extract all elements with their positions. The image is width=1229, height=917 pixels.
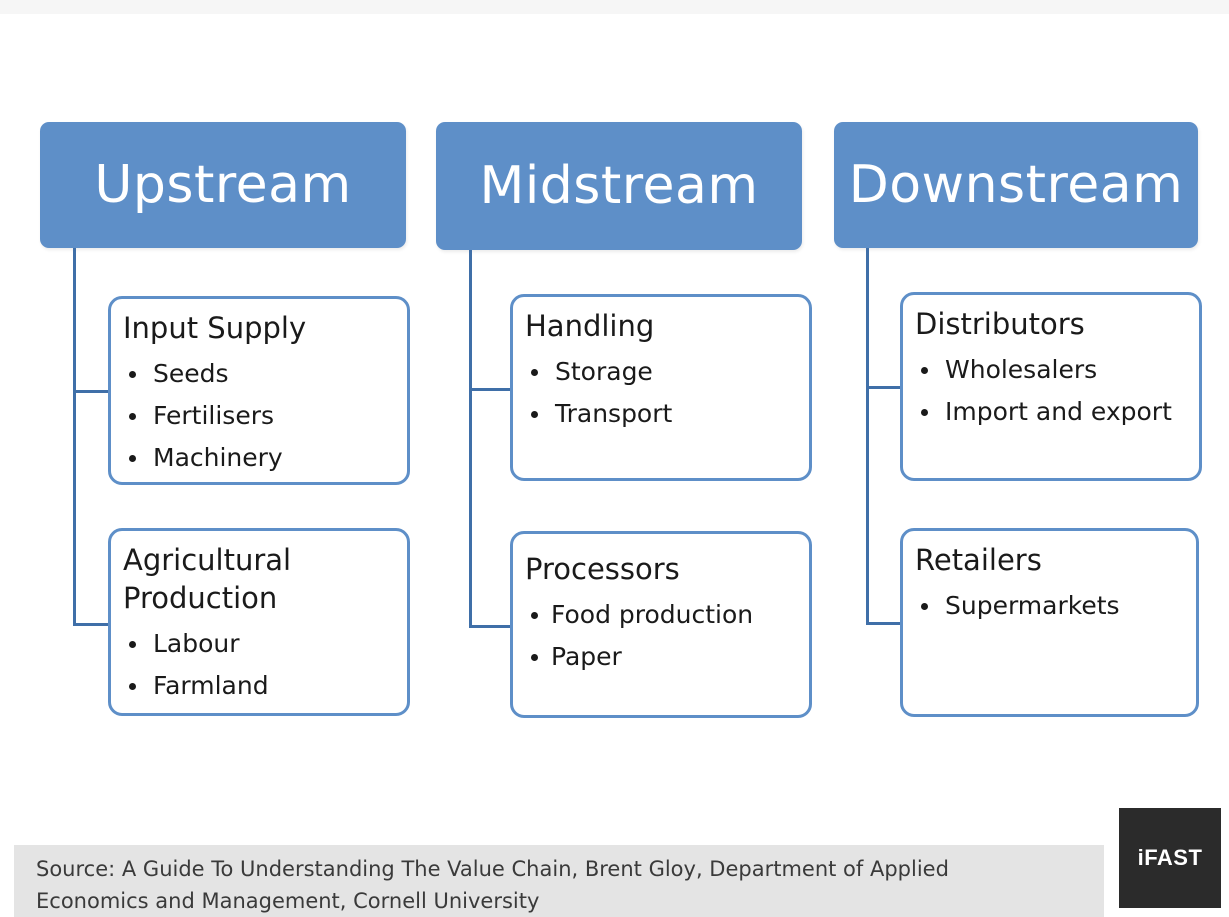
source-footer: Source: A Guide To Understanding The Val…	[14, 845, 1104, 917]
card-title: Distributors	[915, 307, 1085, 341]
connector-downstream-retailers	[866, 622, 902, 625]
card-title: Input Supply	[123, 311, 307, 345]
bullet-item: Transport	[525, 393, 797, 435]
header-downstream: Downstream	[834, 122, 1198, 248]
header-midstream-label: Midstream	[479, 156, 759, 216]
logo-text: iFAST	[1137, 845, 1203, 870]
bullet-item: Fertilisers	[123, 395, 395, 437]
bullet-item: Seeds	[123, 353, 395, 395]
bullet-item: Labour	[123, 623, 395, 665]
header-midstream: Midstream	[436, 122, 802, 250]
connector-downstream-distributors	[866, 386, 902, 389]
header-upstream-label: Upstream	[94, 155, 352, 215]
card-title: Processors	[525, 552, 680, 586]
connector-upstream-input-supply	[73, 390, 110, 393]
card-title: Handling	[525, 309, 655, 343]
connector-midstream-handling	[469, 388, 512, 391]
top-band	[0, 0, 1229, 14]
card-agricultural-production: Agricultural Production Labour Farmland	[108, 528, 410, 716]
bullet-item: Storage	[525, 351, 797, 393]
card-handling: Handling Storage Transport	[510, 294, 812, 481]
connector-downstream-vertical	[866, 248, 869, 625]
card-retailers: Retailers Supermarkets	[900, 528, 1199, 717]
bullet-item: Machinery	[123, 437, 395, 479]
connector-upstream-vertical	[73, 248, 76, 626]
card-title: Agricultural Production	[123, 543, 292, 615]
card-distributors: Distributors Wholesalers Import and expo…	[900, 292, 1202, 481]
source-citation: Source: A Guide To Understanding The Val…	[36, 857, 949, 913]
bullet-item: Wholesalers	[915, 349, 1187, 391]
bullet-item: Food production	[525, 594, 797, 636]
bullet-item: Import and export	[915, 391, 1187, 433]
bullet-item: Farmland	[123, 665, 395, 707]
connector-midstream-vertical	[469, 250, 472, 628]
ifast-logo: iFAST	[1119, 808, 1221, 908]
header-downstream-label: Downstream	[848, 155, 1184, 215]
bullet-item: Supermarkets	[915, 585, 1184, 627]
connector-upstream-agricultural-production	[73, 623, 110, 626]
card-processors: Processors Food production Paper	[510, 531, 812, 718]
bullet-item: Paper	[525, 636, 797, 678]
header-upstream: Upstream	[40, 122, 406, 248]
card-title: Retailers	[915, 543, 1042, 577]
connector-midstream-processors	[469, 625, 512, 628]
card-input-supply: Input Supply Seeds Fertilisers Machinery	[108, 296, 410, 485]
